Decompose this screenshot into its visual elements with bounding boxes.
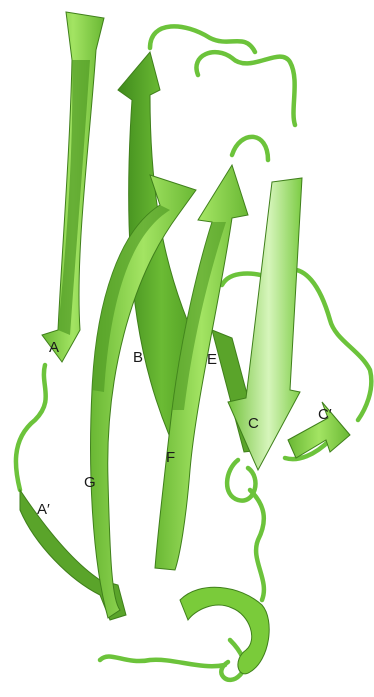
label-strand-b: B [133, 349, 143, 366]
label-strand-a-prime: A′ [37, 501, 50, 518]
label-strand-a: A [49, 339, 59, 356]
label-strand-g: G [84, 474, 96, 491]
loop-bottom-left [100, 656, 225, 666]
loop-top-ef [196, 52, 295, 125]
loop-top-bc [150, 26, 255, 52]
loop-right-c-cprime [285, 269, 371, 420]
loop-top-cc2 [232, 137, 268, 160]
loop-bottom-right [250, 490, 264, 600]
bottom-helix [180, 587, 269, 674]
label-strand-c-prime: C′ [318, 406, 332, 423]
label-strand-e: E [207, 351, 217, 368]
loop-a-aprime [16, 365, 46, 490]
strand-c [228, 178, 302, 470]
label-strand-c: C [248, 415, 259, 432]
loop-knot [227, 460, 255, 501]
label-strand-f: F [166, 449, 175, 466]
